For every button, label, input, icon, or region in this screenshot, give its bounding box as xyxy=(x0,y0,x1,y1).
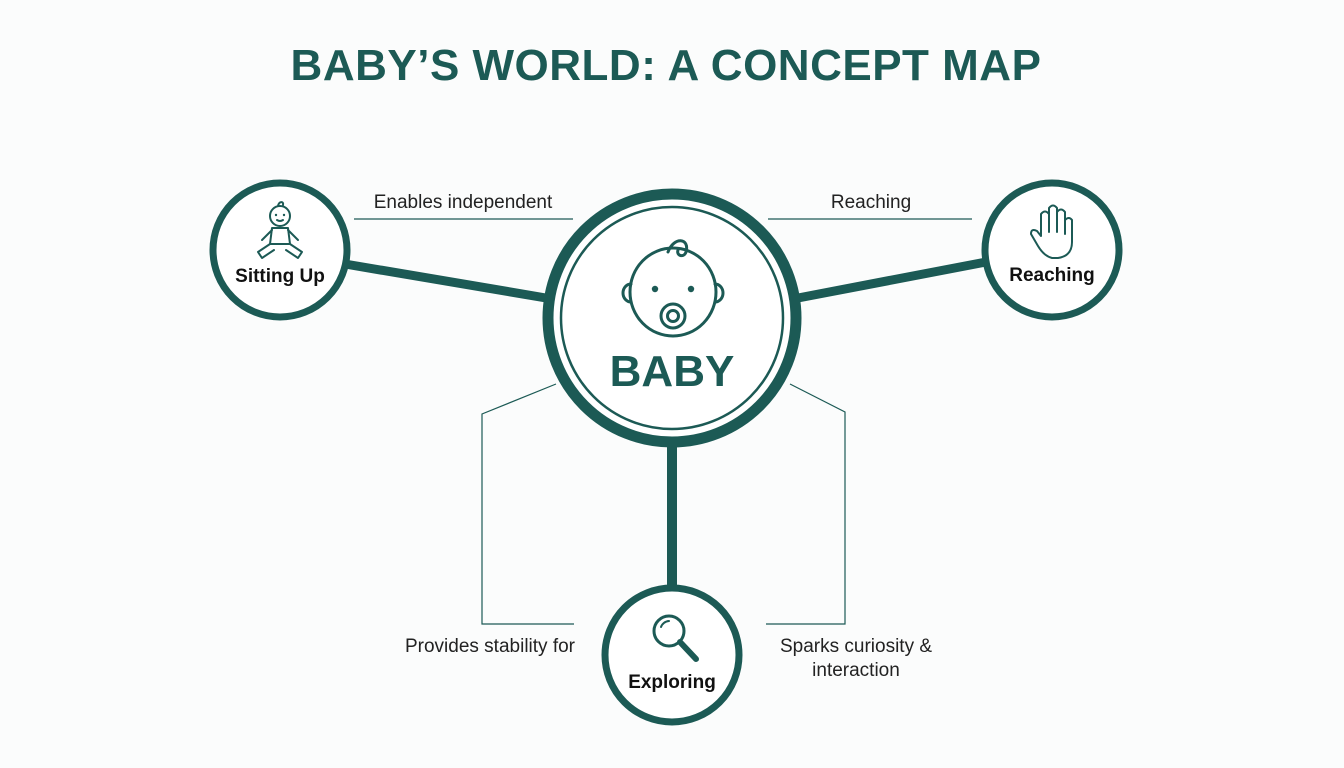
annotation-line-exploring-left xyxy=(481,383,574,625)
edge-label-exploring-right-line1: Sparks curiosity & xyxy=(780,636,932,657)
node-exploring-label: Exploring xyxy=(628,672,716,693)
edge-label-exploring-right-line2: interaction xyxy=(812,660,900,681)
annotation-lines xyxy=(354,218,972,625)
center-node-label: BABY xyxy=(610,347,735,396)
sitting-baby-icon xyxy=(257,201,303,259)
node-sitting-up: Sitting Up xyxy=(209,179,351,321)
edge-label-reaching: Reaching xyxy=(831,192,911,213)
hand-icon xyxy=(1030,204,1073,259)
center-node-inner-ring xyxy=(559,205,785,431)
connector-sitting-up xyxy=(340,259,551,303)
center-node: BABY xyxy=(542,188,802,448)
annotation-line-exploring-right xyxy=(766,383,846,625)
node-sitting-up-label: Sitting Up xyxy=(235,266,325,287)
edge-label-exploring-left: Provides stability for xyxy=(405,636,576,657)
node-exploring-ring xyxy=(601,584,743,726)
node-exploring: Exploring xyxy=(601,584,743,726)
connector-reaching xyxy=(793,257,991,303)
node-reaching-label: Reaching xyxy=(1009,265,1095,286)
node-reaching: Reaching xyxy=(981,179,1123,321)
node-reaching-ring xyxy=(981,179,1123,321)
magnifier-icon xyxy=(652,614,699,662)
page-title: BABY’S WORLD: A CONCEPT MAP xyxy=(291,41,1042,90)
center-node-outer-ring xyxy=(542,188,802,448)
edge-label-sitting-up: Enables independent xyxy=(374,192,553,213)
node-sitting-up-ring xyxy=(209,179,351,321)
connectors xyxy=(340,257,991,591)
baby-face-pacifier-icon xyxy=(621,239,725,338)
